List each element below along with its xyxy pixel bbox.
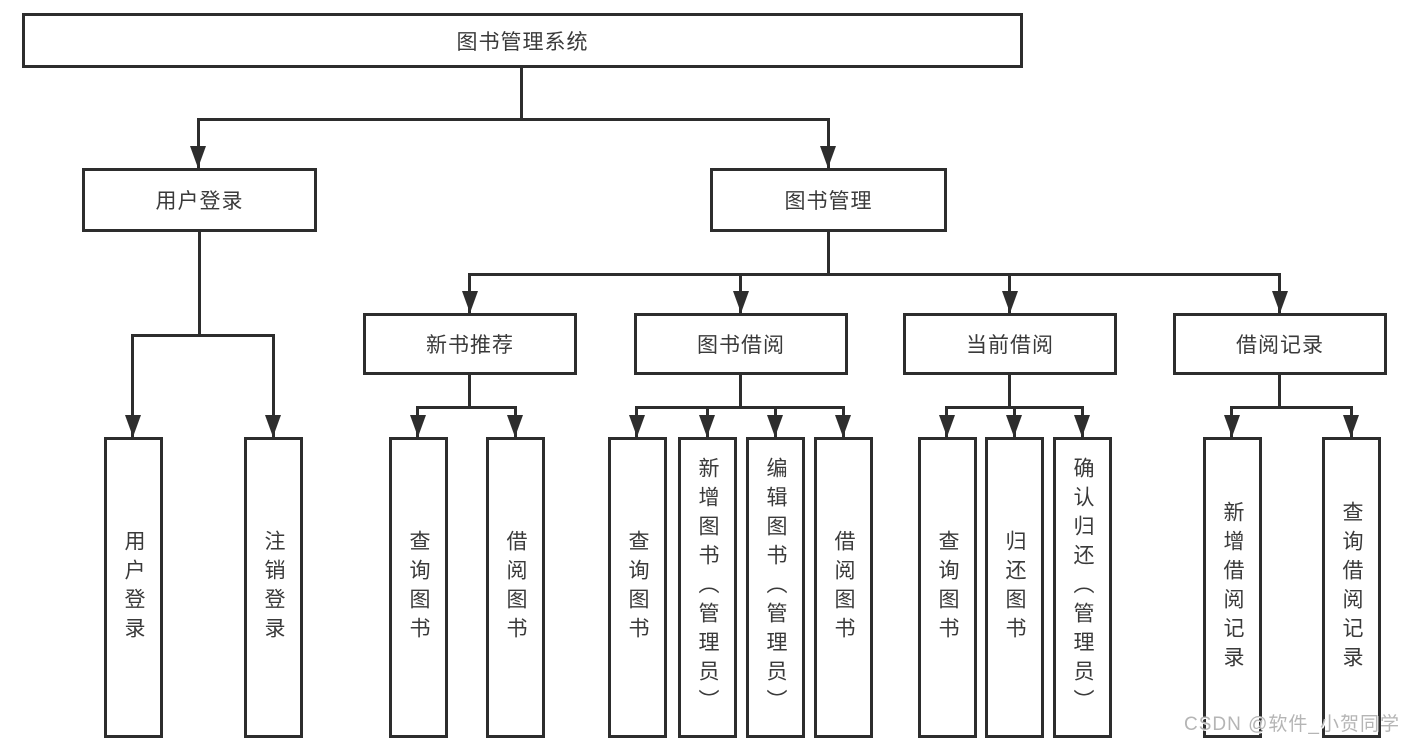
leaf-newbook-query: 查询图书 [389, 437, 448, 738]
arrow-down-icon [265, 415, 281, 437]
node-book-borrow: 图书借阅 [634, 313, 848, 375]
arrow-down-icon [507, 415, 523, 437]
leaf-borrow-borrow: 借阅图书 [814, 437, 873, 738]
connector-line [827, 118, 830, 168]
node-user-login: 用户登录 [82, 168, 317, 232]
connector-line [272, 334, 275, 437]
connector-line [416, 406, 517, 409]
connector-line [520, 68, 523, 118]
arrow-down-icon [462, 291, 478, 313]
connector-line [1278, 375, 1281, 406]
leaf-borrow-query: 查询图书 [608, 437, 667, 738]
node-new-book: 新书推荐 [363, 313, 577, 375]
leaf-current-query: 查询图书 [918, 437, 977, 738]
arrow-down-icon [767, 415, 783, 437]
arrow-down-icon [835, 415, 851, 437]
arrow-down-icon [1224, 415, 1240, 437]
arrow-down-icon [1343, 415, 1359, 437]
connector-line [197, 118, 830, 121]
connector-line [635, 406, 845, 409]
leaf-logout: 注销登录 [244, 437, 303, 738]
node-root: 图书管理系统 [22, 13, 1023, 68]
csdn-watermark: CSDN @软件_小贺同学 [1184, 714, 1400, 735]
arrow-down-icon [1272, 291, 1288, 313]
connector-line [468, 375, 471, 406]
connector-line [1008, 375, 1011, 406]
connector-line [131, 334, 275, 337]
arrow-down-icon [125, 415, 141, 437]
leaf-user-login: 用户登录 [104, 437, 163, 738]
node-borrow-record: 借阅记录 [1173, 313, 1387, 375]
connector-line [468, 273, 1281, 276]
node-current-borrow: 当前借阅 [903, 313, 1117, 375]
leaf-record-query: 查询借阅记录 [1322, 437, 1381, 738]
leaf-current-confirm: 确认归还（管理员） [1053, 437, 1112, 738]
arrow-down-icon [820, 146, 836, 168]
leaf-newbook-borrow: 借阅图书 [486, 437, 545, 738]
arrow-down-icon [939, 415, 955, 437]
connector-line [197, 118, 200, 168]
node-book-mgmt: 图书管理 [710, 168, 947, 232]
leaf-record-add: 新增借阅记录 [1203, 437, 1262, 738]
connector-line [198, 232, 201, 334]
connector-line [827, 232, 830, 273]
connector-line [131, 334, 134, 437]
arrow-down-icon [1002, 291, 1018, 313]
arrow-down-icon [410, 415, 426, 437]
arrow-down-icon [1074, 415, 1090, 437]
arrow-down-icon [733, 291, 749, 313]
leaf-borrow-edit: 编辑图书（管理员） [746, 437, 805, 738]
connector-line [1230, 406, 1352, 409]
arrow-down-icon [699, 415, 715, 437]
arrow-down-icon [190, 146, 206, 168]
leaf-current-return: 归还图书 [985, 437, 1044, 738]
connector-line [739, 375, 742, 406]
arrow-down-icon [1006, 415, 1022, 437]
leaf-borrow-add: 新增图书（管理员） [678, 437, 737, 738]
arrow-down-icon [629, 415, 645, 437]
